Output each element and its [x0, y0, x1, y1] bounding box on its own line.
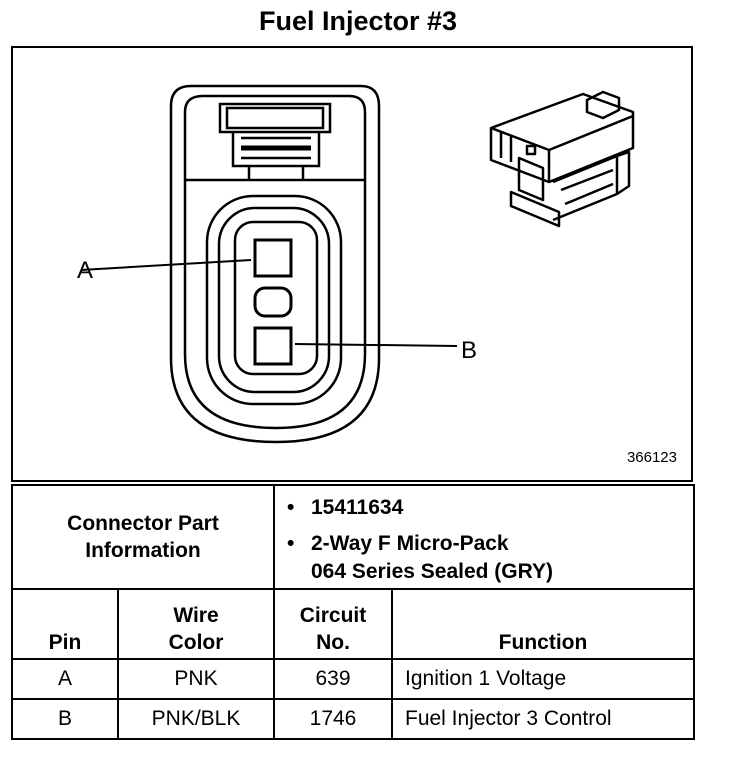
table-row: B PNK/BLK 1746 Fuel Injector 3 Control: [11, 698, 696, 740]
connector-part-details: 15411634 2-Way F Micro-Pack 064 Series S…: [272, 484, 696, 590]
circuit-cell: 1746: [273, 698, 393, 740]
connector-info-table: Connector Part Information 15411634 2-Wa…: [11, 484, 696, 740]
connector-part-label: Connector Part Information: [11, 484, 275, 590]
header-circuit-no: Circuit No.: [273, 588, 393, 660]
function-cell: Fuel Injector 3 Control: [390, 698, 696, 740]
connector-face-illustration: A B: [77, 84, 635, 444]
pin-b-label: B: [461, 337, 477, 364]
figure-reference-number: 366123: [626, 449, 677, 466]
pin-a-label: A: [77, 257, 93, 284]
header-function: Function: [390, 588, 696, 660]
part-number: 15411634: [287, 494, 685, 522]
function-cell: Ignition 1 Voltage: [390, 658, 696, 700]
header-pin: Pin: [11, 588, 119, 660]
table-row: A PNK 639 Ignition 1 Voltage: [11, 658, 696, 700]
page-title: Fuel Injector #3: [258, 6, 458, 36]
pin-cell: A: [11, 658, 119, 700]
connector-type: 2-Way F Micro-Pack 064 Series Sealed (GR…: [287, 530, 685, 586]
wire-color-cell: PNK/BLK: [117, 698, 275, 740]
connector-diagram: A B 366123: [11, 46, 693, 482]
circuit-cell: 639: [273, 658, 393, 700]
wire-color-cell: PNK: [117, 658, 275, 700]
connector-part-row: Connector Part Information 15411634 2-Wa…: [11, 484, 696, 590]
pin-cell: B: [11, 698, 119, 740]
header-row: Pin Wire Color Circuit No. Function: [11, 588, 696, 660]
header-wire-color: Wire Color: [117, 588, 275, 660]
